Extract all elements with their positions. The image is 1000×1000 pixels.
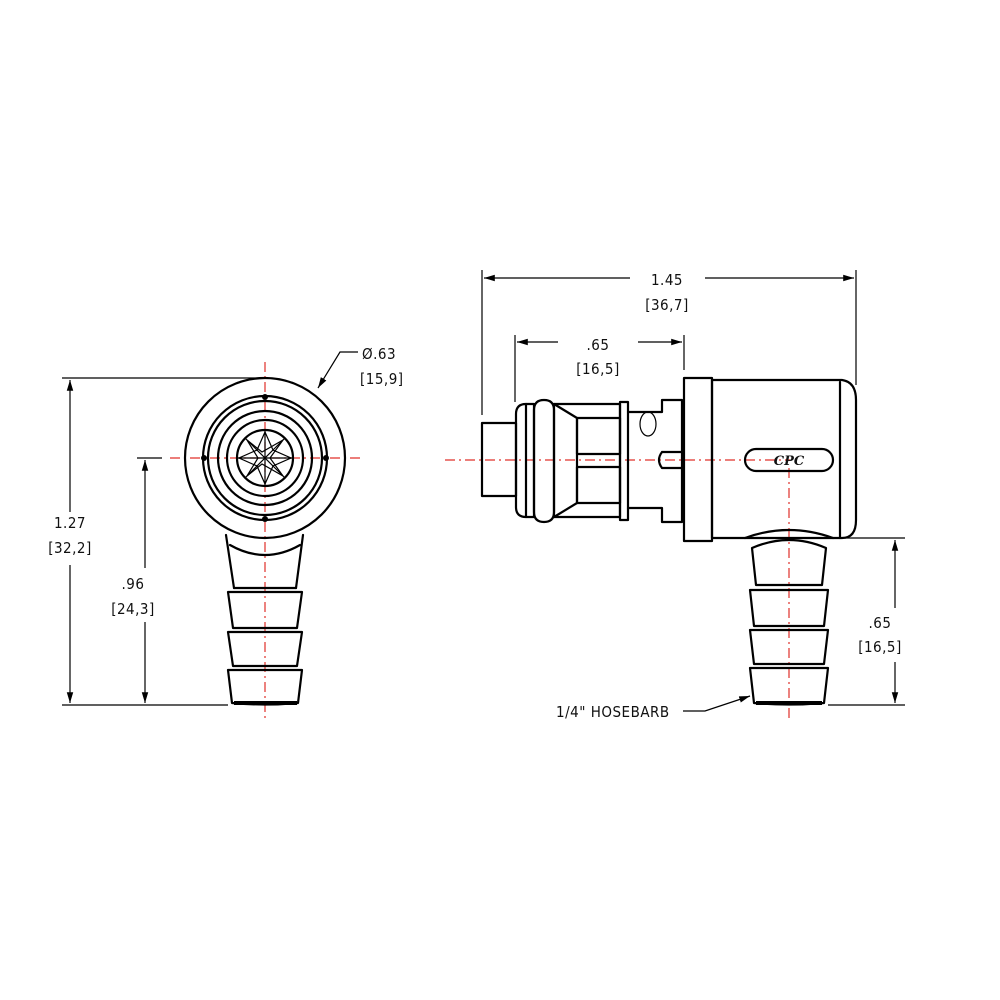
elbow-arch (743, 528, 835, 540)
diameter-leader (317, 351, 358, 389)
ring-4 (225, 418, 305, 498)
sleeve-window-top (575, 416, 622, 456)
nubs (201, 394, 329, 522)
stem (626, 398, 684, 524)
cpc-logo-badge (743, 447, 835, 473)
valve-star-icon (237, 430, 293, 486)
sleeve-window-bottom (575, 465, 622, 505)
side-view: CPC (445, 270, 905, 718)
rib-2 (532, 398, 556, 524)
center-height-label: .96 (122, 575, 145, 593)
dimension-labels: Ø.63 [15,9] 1.27 [32,2] .96 [24,3] 1.45 … (48, 271, 902, 721)
barb-ring-1 (748, 588, 830, 628)
hosebarb-callout: 1/4" HOSEBARB (556, 703, 670, 721)
ring-3 (216, 409, 314, 507)
elbow-neck (224, 533, 305, 590)
elbow-curve (228, 543, 302, 556)
diameter-label: Ø.63 (362, 345, 396, 363)
length-metric: [36,7] (645, 296, 689, 314)
pin (657, 450, 684, 470)
front-view (62, 351, 362, 718)
hosebarb-leader (683, 695, 751, 712)
coupling-length-label: .65 (587, 336, 610, 354)
diameter-metric: [15,9] (360, 370, 404, 388)
barb-ring-2 (748, 628, 830, 666)
ring-2 (206, 399, 324, 517)
barb-length-metric: [16,5] (858, 638, 902, 656)
latch-button (639, 411, 657, 437)
coupling-length-metric: [16,5] (576, 360, 620, 378)
elbow-neck-side (750, 538, 828, 587)
outer-body-circle (183, 376, 347, 540)
hose-barb-front (226, 586, 304, 706)
center-height-metric: [24,3] (111, 600, 155, 618)
height-metric: [32,2] (48, 539, 92, 557)
sleeve-taper (552, 402, 579, 519)
cpc-logo-text: CPC (774, 454, 805, 469)
sleeve-flange (618, 400, 630, 522)
height-label: 1.27 (54, 514, 86, 532)
length-label: 1.45 (651, 271, 683, 289)
barb-length-label: .65 (869, 614, 892, 632)
